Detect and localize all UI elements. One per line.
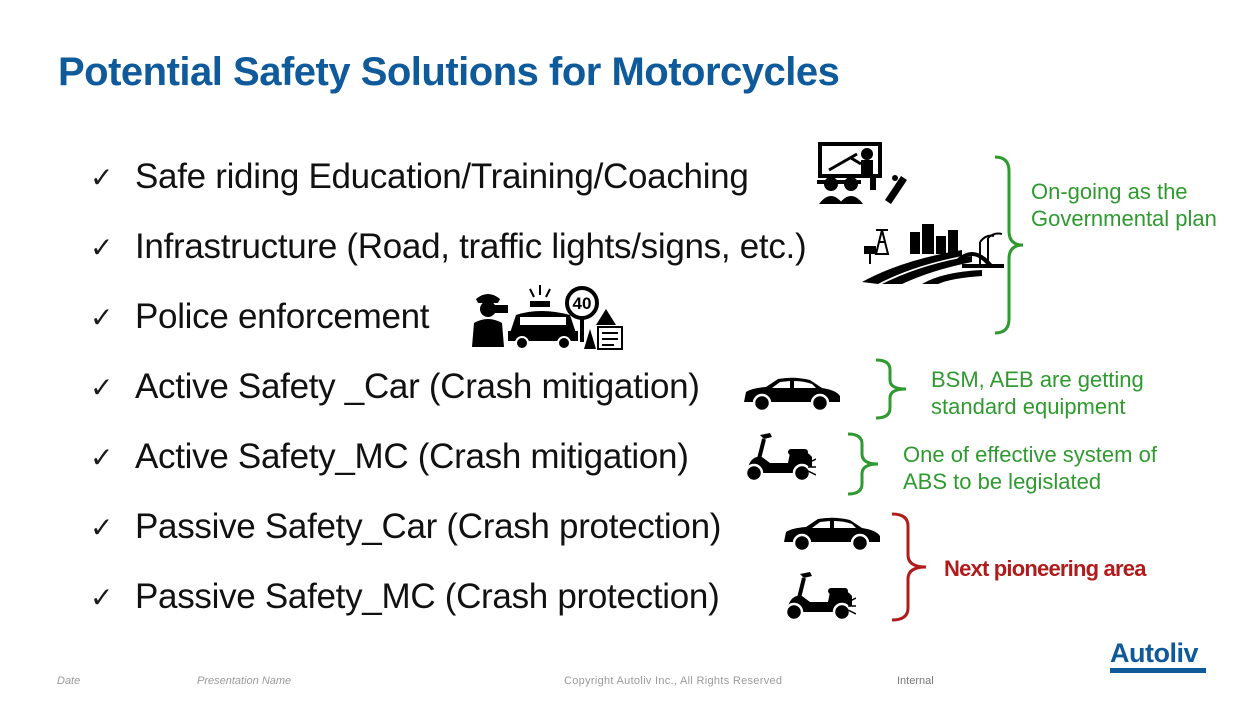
note-governmental: On-going as the Governmental plan bbox=[1031, 178, 1217, 232]
list-item-text: Passive Safety_MC (Crash protection) bbox=[135, 577, 720, 616]
check-icon: ✓ bbox=[90, 231, 114, 264]
note-line: standard equipment bbox=[931, 394, 1126, 419]
green-brace-active-mc bbox=[847, 432, 879, 496]
autoliv-logo-bar bbox=[1110, 668, 1206, 673]
note-line: Governmental plan bbox=[1031, 206, 1217, 231]
note-line: BSM, AEB are getting bbox=[931, 367, 1144, 392]
police-speed-enforcement-icon: 40 bbox=[472, 285, 623, 350]
check-icon: ✓ bbox=[90, 371, 114, 404]
car-icon bbox=[784, 517, 880, 552]
footer-copyright: Copyright Autoliv Inc., All Rights Reser… bbox=[564, 675, 783, 687]
note-active-car: BSM, AEB are getting standard equipment bbox=[931, 366, 1144, 420]
note-active-mc: One of effective system of ABS to be leg… bbox=[903, 441, 1157, 495]
road-city-infrastructure-icon bbox=[862, 224, 1004, 284]
check-icon: ✓ bbox=[90, 161, 114, 194]
green-brace-active-car bbox=[875, 358, 907, 420]
check-icon: ✓ bbox=[90, 441, 114, 474]
autoliv-logo: Autoliv bbox=[1110, 638, 1199, 668]
note-passive: Next pioneering area bbox=[944, 556, 1146, 581]
car-icon bbox=[744, 377, 840, 412]
scooter-icon bbox=[744, 433, 816, 483]
footer-date: Date bbox=[57, 675, 81, 687]
list-item-text: Passive Safety_Car (Crash protection) bbox=[135, 507, 722, 546]
note-line: On-going as the bbox=[1031, 179, 1188, 204]
green-brace-governmental bbox=[994, 155, 1024, 335]
footer-classification: Internal bbox=[897, 675, 934, 687]
list-item-text: Safe riding Education/Training/Coaching bbox=[135, 157, 749, 196]
scooter-icon bbox=[784, 572, 856, 622]
red-brace-passive bbox=[891, 512, 927, 622]
note-line: ABS to be legislated bbox=[903, 469, 1102, 494]
training-classroom-icon bbox=[817, 142, 907, 204]
list-item-text: Active Safety_MC (Crash mitigation) bbox=[135, 437, 689, 476]
list-item-text: Infrastructure (Road, traffic lights/sig… bbox=[135, 227, 807, 266]
check-icon: ✓ bbox=[90, 581, 114, 614]
check-icon: ✓ bbox=[90, 301, 114, 334]
list-item-text: Police enforcement bbox=[135, 297, 430, 336]
note-line: One of effective system of bbox=[903, 442, 1157, 467]
slide-title: Potential Safety Solutions for Motorcycl… bbox=[58, 50, 840, 94]
check-icon: ✓ bbox=[90, 511, 114, 544]
speed-limit-sign-text: 40 bbox=[573, 294, 592, 313]
list-item-text: Active Safety _Car (Crash mitigation) bbox=[135, 367, 700, 406]
footer-presentation-name: Presentation Name bbox=[197, 675, 292, 687]
